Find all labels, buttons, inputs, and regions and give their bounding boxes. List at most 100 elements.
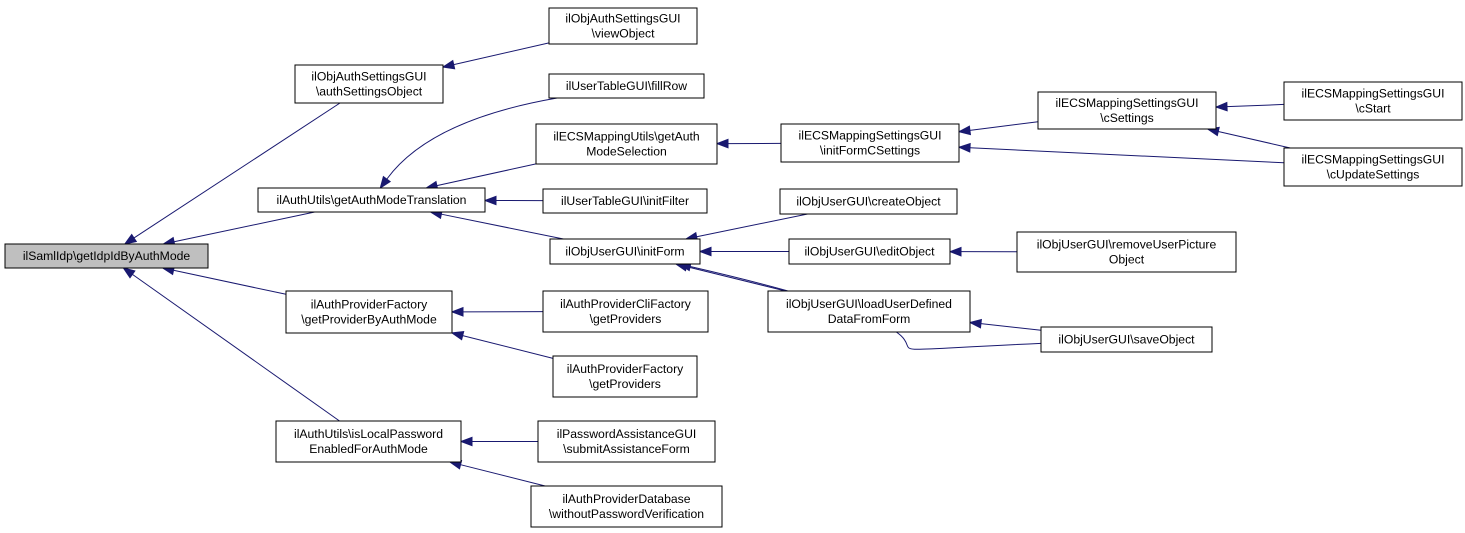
node-label-line: \viewObject bbox=[592, 27, 656, 41]
caller-function-node[interactable]: ilObjUserGUI\initForm bbox=[549, 238, 701, 265]
node-label-line: ilObjAuthSettingsGUI bbox=[565, 12, 680, 26]
node-label-line: ilObjUserGUI\saveObject bbox=[1058, 333, 1195, 347]
edge-line bbox=[462, 335, 554, 359]
node-box bbox=[767, 290, 971, 333]
node-label-line: ilAuthProviderFactory bbox=[567, 362, 684, 376]
node-label-line: EnabledForAuthMode bbox=[309, 442, 428, 456]
arrowhead-icon bbox=[968, 318, 982, 329]
caller-function-node[interactable]: ilObjAuthSettingsGUI\authSettingsObject bbox=[294, 64, 444, 104]
node-label-line: \cSettings bbox=[1100, 111, 1154, 125]
edge-line bbox=[133, 102, 341, 239]
node-label-line: ilObjAuthSettingsGUI bbox=[311, 70, 426, 84]
arrowhead-icon bbox=[715, 138, 729, 149]
arrowhead-icon bbox=[441, 59, 456, 70]
node-label-line: \getProviderByAuthMode bbox=[301, 313, 437, 327]
node-label-line: DataFromForm bbox=[828, 312, 911, 326]
edge-line bbox=[969, 121, 1039, 131]
call-edge-n8-to-n7 bbox=[1214, 101, 1285, 112]
node-label-line: \withoutPasswordVerification bbox=[549, 507, 704, 521]
node-label-line: \getProviders bbox=[590, 312, 662, 326]
node-box bbox=[548, 73, 705, 99]
caller-function-node[interactable]: ilObjUserGUI\createObject bbox=[779, 188, 958, 215]
node-box bbox=[1283, 81, 1463, 121]
node-box bbox=[285, 290, 453, 334]
node-label-line: ilAuthUtils\getAuthModeTranslation bbox=[277, 193, 467, 207]
arrowhead-icon bbox=[459, 436, 473, 447]
caller-function-node[interactable]: ilECSMappingSettingsGUI\cSettings bbox=[1037, 91, 1217, 130]
call-edge-n18-to-n17 bbox=[450, 306, 544, 317]
node-label-line: ilUserTableGUI\fillRow bbox=[566, 79, 687, 93]
node-label-line: ilECSMappingSettingsGUI bbox=[1302, 87, 1445, 101]
node-label-line: ModeSelection bbox=[586, 145, 667, 159]
caller-function-node[interactable]: ilAuthProviderFactory\getProviders bbox=[552, 355, 698, 398]
arrowhead-icon bbox=[957, 142, 971, 153]
edge-line bbox=[436, 163, 537, 187]
edge-line bbox=[132, 273, 340, 422]
call-edge-n22-to-n20 bbox=[448, 460, 546, 487]
node-label-line: \submitAssistanceForm bbox=[563, 442, 690, 456]
node-label-line: \cUpdateSettings bbox=[1327, 168, 1420, 182]
caller-function-node[interactable]: ilObjUserGUI\saveObject bbox=[1040, 326, 1213, 353]
caller-function-node[interactable]: ilAuthUtils\isLocalPasswordEnabledForAut… bbox=[275, 420, 462, 463]
call-edge-n2-to-n1 bbox=[441, 42, 550, 70]
caller-function-node[interactable]: ilObjAuthSettingsGUI\viewObject bbox=[548, 7, 698, 45]
node-label-line: ilECSMappingSettingsGUI bbox=[1302, 153, 1445, 167]
call-edge-n7-to-n6 bbox=[957, 121, 1039, 136]
node-box bbox=[294, 64, 444, 104]
caller-function-node[interactable]: ilUserTableGUI\initFilter bbox=[542, 188, 708, 214]
node-label-line: ilECSMappingSettingsGUI bbox=[799, 129, 942, 143]
edge-line bbox=[1226, 103, 1285, 108]
node-box bbox=[549, 238, 701, 265]
node-label-line: ilObjUserGUI\loadUserDefined bbox=[786, 297, 952, 311]
caller-function-node[interactable]: ilECSMappingSettingsGUI\cStart bbox=[1283, 81, 1463, 121]
call-edge-n14-to-n13 bbox=[948, 246, 1018, 257]
node-box bbox=[275, 420, 462, 463]
caller-function-node[interactable]: ilPasswordAssistanceGUI\submitAssistance… bbox=[537, 420, 716, 463]
node-box bbox=[257, 187, 486, 213]
node-box bbox=[1283, 147, 1463, 187]
root-function-node[interactable]: ilSamlIdp\getIdpIdByAuthMode bbox=[4, 243, 209, 269]
call-edge-n10-to-n3 bbox=[483, 195, 544, 206]
caller-function-node[interactable]: ilObjUserGUI\editObject bbox=[788, 238, 951, 265]
node-box bbox=[530, 485, 723, 528]
node-label-line: ilAuthProviderDatabase bbox=[562, 492, 690, 506]
call-edge-n5-to-n3 bbox=[424, 163, 537, 191]
caller-function-node[interactable]: ilAuthProviderCliFactory\getProviders bbox=[542, 290, 709, 333]
call-edge-n6-to-n5 bbox=[715, 138, 782, 149]
call-edge-n20-to-root bbox=[122, 267, 340, 422]
node-layer: ilSamlIdp\getIdpIdByAuthMode ilObjAuthSet… bbox=[4, 7, 1463, 528]
caller-function-node[interactable]: ilAuthProviderFactory\getProviderByAuthM… bbox=[285, 290, 453, 334]
node-label-line: ilAuthUtils\isLocalPassword bbox=[294, 427, 443, 441]
node-label-line: Object bbox=[1109, 253, 1145, 267]
node-label-line: \cStart bbox=[1355, 102, 1391, 116]
node-label-line: \getProviders bbox=[589, 377, 661, 391]
node-label-line: ilSamlIdp\getIdpIdByAuthMode bbox=[23, 249, 191, 263]
caller-function-node[interactable]: ilAuthUtils\getAuthModeTranslation bbox=[257, 187, 486, 213]
edge-line bbox=[441, 213, 564, 240]
node-label-line: ilUserTableGUI\initFilter bbox=[561, 194, 689, 208]
node-label-line: ilObjUserGUI\createObject bbox=[796, 195, 941, 209]
call-edge-n12-to-n11 bbox=[684, 213, 808, 242]
call-edge-n3-to-root bbox=[161, 211, 315, 247]
caller-function-node[interactable]: ilUserTableGUI\fillRow bbox=[548, 73, 705, 99]
edge-line bbox=[453, 42, 550, 66]
caller-function-node[interactable]: ilECSMappingSettingsGUI\initFormCSetting… bbox=[780, 123, 960, 163]
arrowhead-icon bbox=[123, 233, 138, 245]
node-box bbox=[1016, 231, 1237, 273]
node-label-line: ilPasswordAssistanceGUI bbox=[557, 427, 697, 441]
arrowhead-icon bbox=[379, 175, 392, 190]
call-edge-n9-to-n6 bbox=[957, 142, 1285, 164]
node-label-line: ilObjUserGUI\removeUserPicture bbox=[1037, 238, 1217, 252]
call-edge-n16-to-n15 bbox=[968, 318, 1042, 331]
node-box bbox=[542, 290, 709, 333]
arrowhead-icon bbox=[1214, 101, 1228, 112]
caller-function-node[interactable]: ilECSMappingSettingsGUI\cUpdateSettings bbox=[1283, 147, 1463, 187]
node-box bbox=[780, 123, 960, 163]
caller-function-node[interactable]: ilAuthProviderDatabase\withoutPasswordVe… bbox=[530, 485, 723, 528]
edge-line bbox=[1218, 130, 1291, 149]
node-label-line: ilObjUserGUI\initForm bbox=[565, 245, 684, 259]
